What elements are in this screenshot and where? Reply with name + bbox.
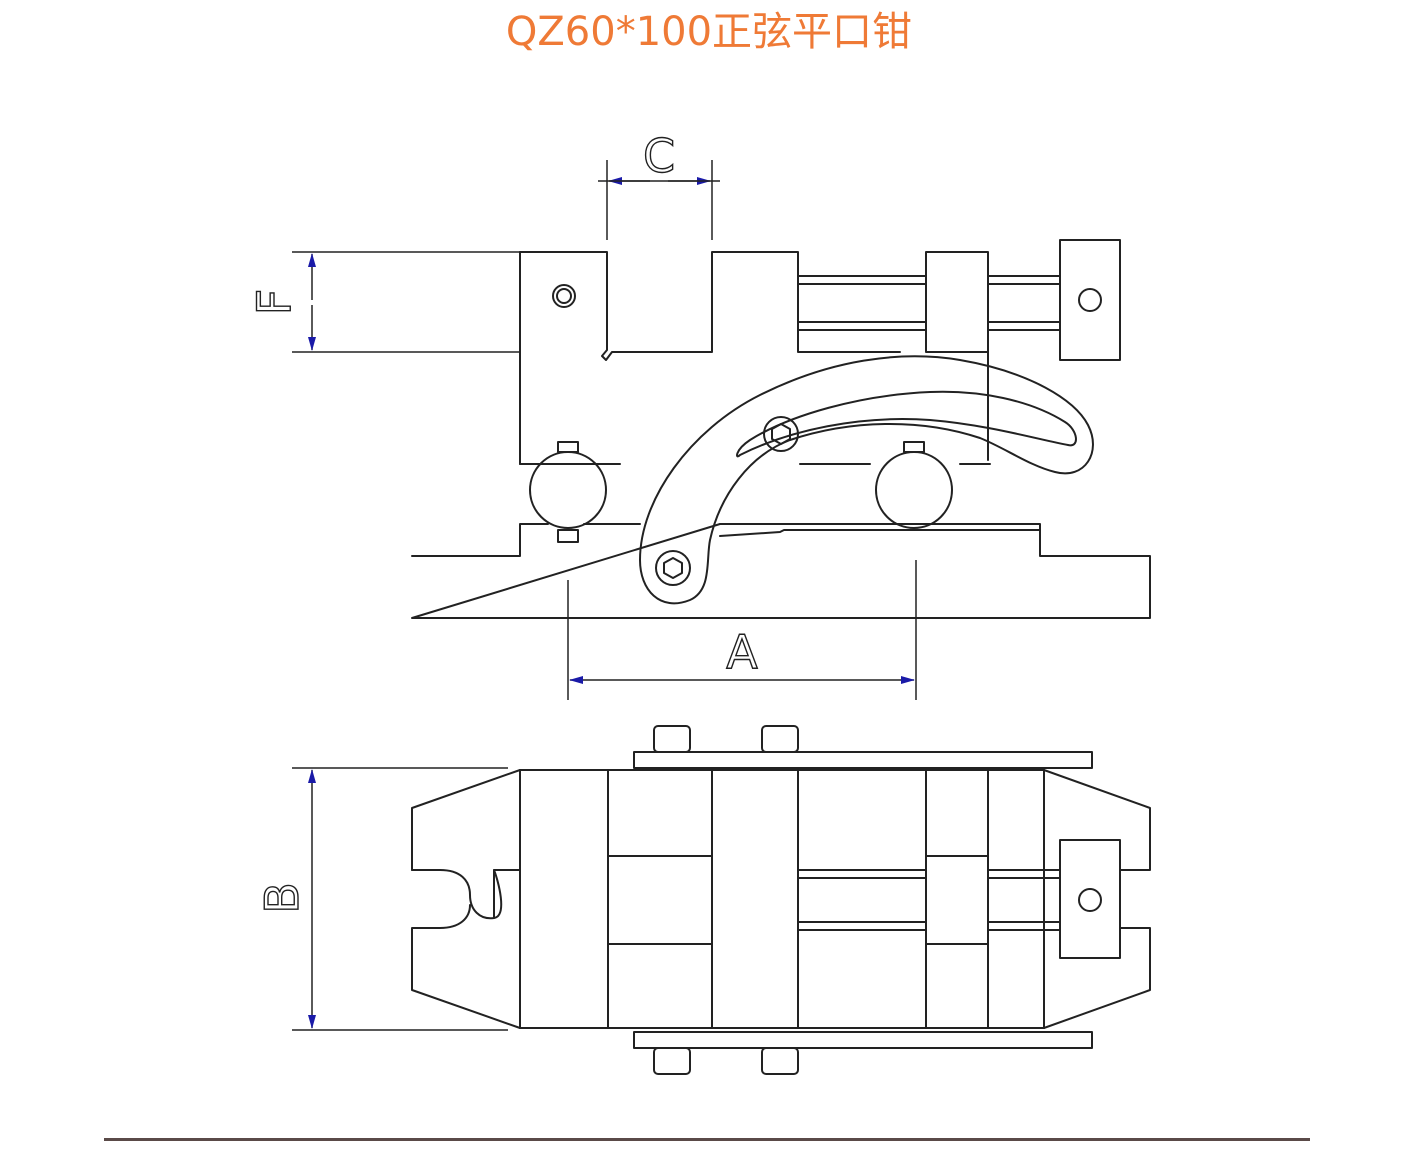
arm-bolt-lower <box>655 550 691 586</box>
handle-block <box>1059 239 1121 361</box>
page-title: QZ60*100正弦平口钳 <box>505 9 913 55</box>
arm-bolt-upper <box>763 416 799 452</box>
right-v-end <box>1043 769 1151 1029</box>
dimension-label-c: C <box>643 129 675 183</box>
top-handle-block <box>1059 839 1121 959</box>
handle-hole <box>1078 288 1102 312</box>
vise-body <box>519 251 901 361</box>
sine-arm <box>639 355 1094 605</box>
left-v-end <box>411 769 521 920</box>
dimension-f <box>292 251 520 353</box>
right-roller <box>875 451 953 529</box>
top-rail <box>633 751 1093 769</box>
slide-block <box>925 251 989 353</box>
bottom-rail <box>633 1031 1093 1049</box>
dimension-label-a: A <box>726 625 758 679</box>
base-plate <box>411 523 1151 619</box>
fixed-jaw-hole <box>552 284 576 308</box>
top-view <box>411 725 1151 1075</box>
dimension-label-b: B <box>255 882 309 914</box>
dimension-a <box>567 560 917 700</box>
dimension-label-f: F <box>247 289 301 315</box>
footer-rule <box>104 1138 1310 1141</box>
dimension-b <box>292 767 508 1031</box>
dimension-c <box>598 160 720 240</box>
front-view <box>411 239 1151 619</box>
